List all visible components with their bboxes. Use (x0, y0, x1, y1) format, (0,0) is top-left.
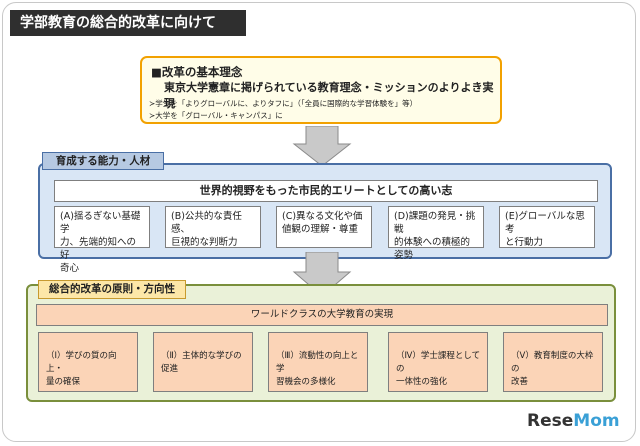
abilities-goal: 世界的視野をもった市民的エリートとしての高い志 (54, 180, 598, 202)
principle-2: （Ⅱ）主体的な学びの 促進 (153, 332, 253, 392)
principle-5: （Ⅴ）教育制度の大枠の 改善 (503, 332, 603, 392)
ability-c-line2: 値観の理解・尊重 (282, 224, 359, 235)
principle-3-line1: （Ⅲ）流動性の向上と学 (276, 351, 359, 374)
ability-e: (E)グローバルな思考 と行動力 (499, 206, 595, 248)
principle-2-line2: 促進 (161, 364, 179, 374)
ability-a-line2: 力、先端的知への好 (60, 237, 137, 261)
principle-1-line2: 量の確保 (46, 377, 81, 387)
principle-heading: ■改革の基本理念 (151, 65, 243, 79)
principle-4-line1: （Ⅳ）学士課程としての (396, 351, 481, 374)
ability-d-line1: (D)課題の発見・挑戦 (394, 211, 476, 235)
principle-5-line1: （Ⅴ）教育制度の大枠の (511, 351, 594, 374)
down-arrow-1 (292, 126, 352, 167)
resemom-logo: ReseMom (527, 411, 620, 431)
ability-e-line2: と行動力 (505, 237, 544, 248)
ability-c-line1: (C)異なる文化や価 (282, 211, 363, 222)
logo-text-1: Rese (527, 411, 574, 431)
principle-1-line1: （Ⅰ）学びの質の向上・ (46, 351, 117, 374)
principle-sub-2: ≻大学を「グローバル・キャンパス」に (149, 111, 283, 120)
ability-b: (B)公共的な責任感、 巨視的な判断力 (165, 206, 261, 248)
ability-a: (A)揺るぎない基礎学 力、先端的知への好 奇心 (54, 206, 150, 274)
ability-d-line3: 姿勢 (394, 250, 414, 261)
principle-4-line2: 一体性の強化 (396, 377, 448, 387)
worldclass-goal: ワールドクラスの大学教育の実現 (36, 304, 608, 326)
ability-b-line2: 巨視的な判断力 (171, 237, 238, 248)
ability-e-line1: (E)グローバルな思考 (505, 211, 585, 235)
page-title: 学部教育の総合的改革に向けて (10, 10, 246, 36)
basic-principle-box: ■改革の基本理念 東京大学憲章に掲げられている教育理念・ミッションのよりよき実現… (140, 56, 502, 124)
ability-d: (D)課題の発見・挑戦 的体験への積極的 姿勢 (388, 206, 484, 261)
principles-section-label: 総合的改革の原則・方向性 (38, 280, 186, 299)
principle-5-line2: 改善 (511, 377, 529, 387)
ability-a-line1: (A)揺るぎない基礎学 (60, 211, 141, 235)
principle-3: （Ⅲ）流動性の向上と学 習機会の多様化 (268, 332, 368, 392)
abilities-section-label: 育成する能力・人材 (42, 152, 164, 170)
ability-b-line1: (B)公共的な責任感、 (171, 211, 242, 235)
principle-2-line1: （Ⅱ）主体的な学びの (161, 351, 242, 361)
principle-sub-1: ≻学生を「よりグローバルに、よりタフに」（「全員に国際的な学習体験を」等） (149, 99, 418, 108)
principle-main-text: 東京大学憲章に掲げられている教育理念・ミッションのよりよき実現 (164, 81, 494, 110)
ability-d-line2: 的体験への積極的 (394, 237, 471, 248)
principle-1: （Ⅰ）学びの質の向上・ 量の確保 (38, 332, 138, 392)
principle-3-line2: 習機会の多様化 (276, 377, 336, 387)
logo-text-2: Mom (573, 411, 620, 431)
ability-a-line3: 奇心 (60, 263, 80, 274)
principle-4: （Ⅳ）学士課程としての 一体性の強化 (388, 332, 488, 392)
ability-c: (C)異なる文化や価 値観の理解・尊重 (276, 206, 372, 248)
